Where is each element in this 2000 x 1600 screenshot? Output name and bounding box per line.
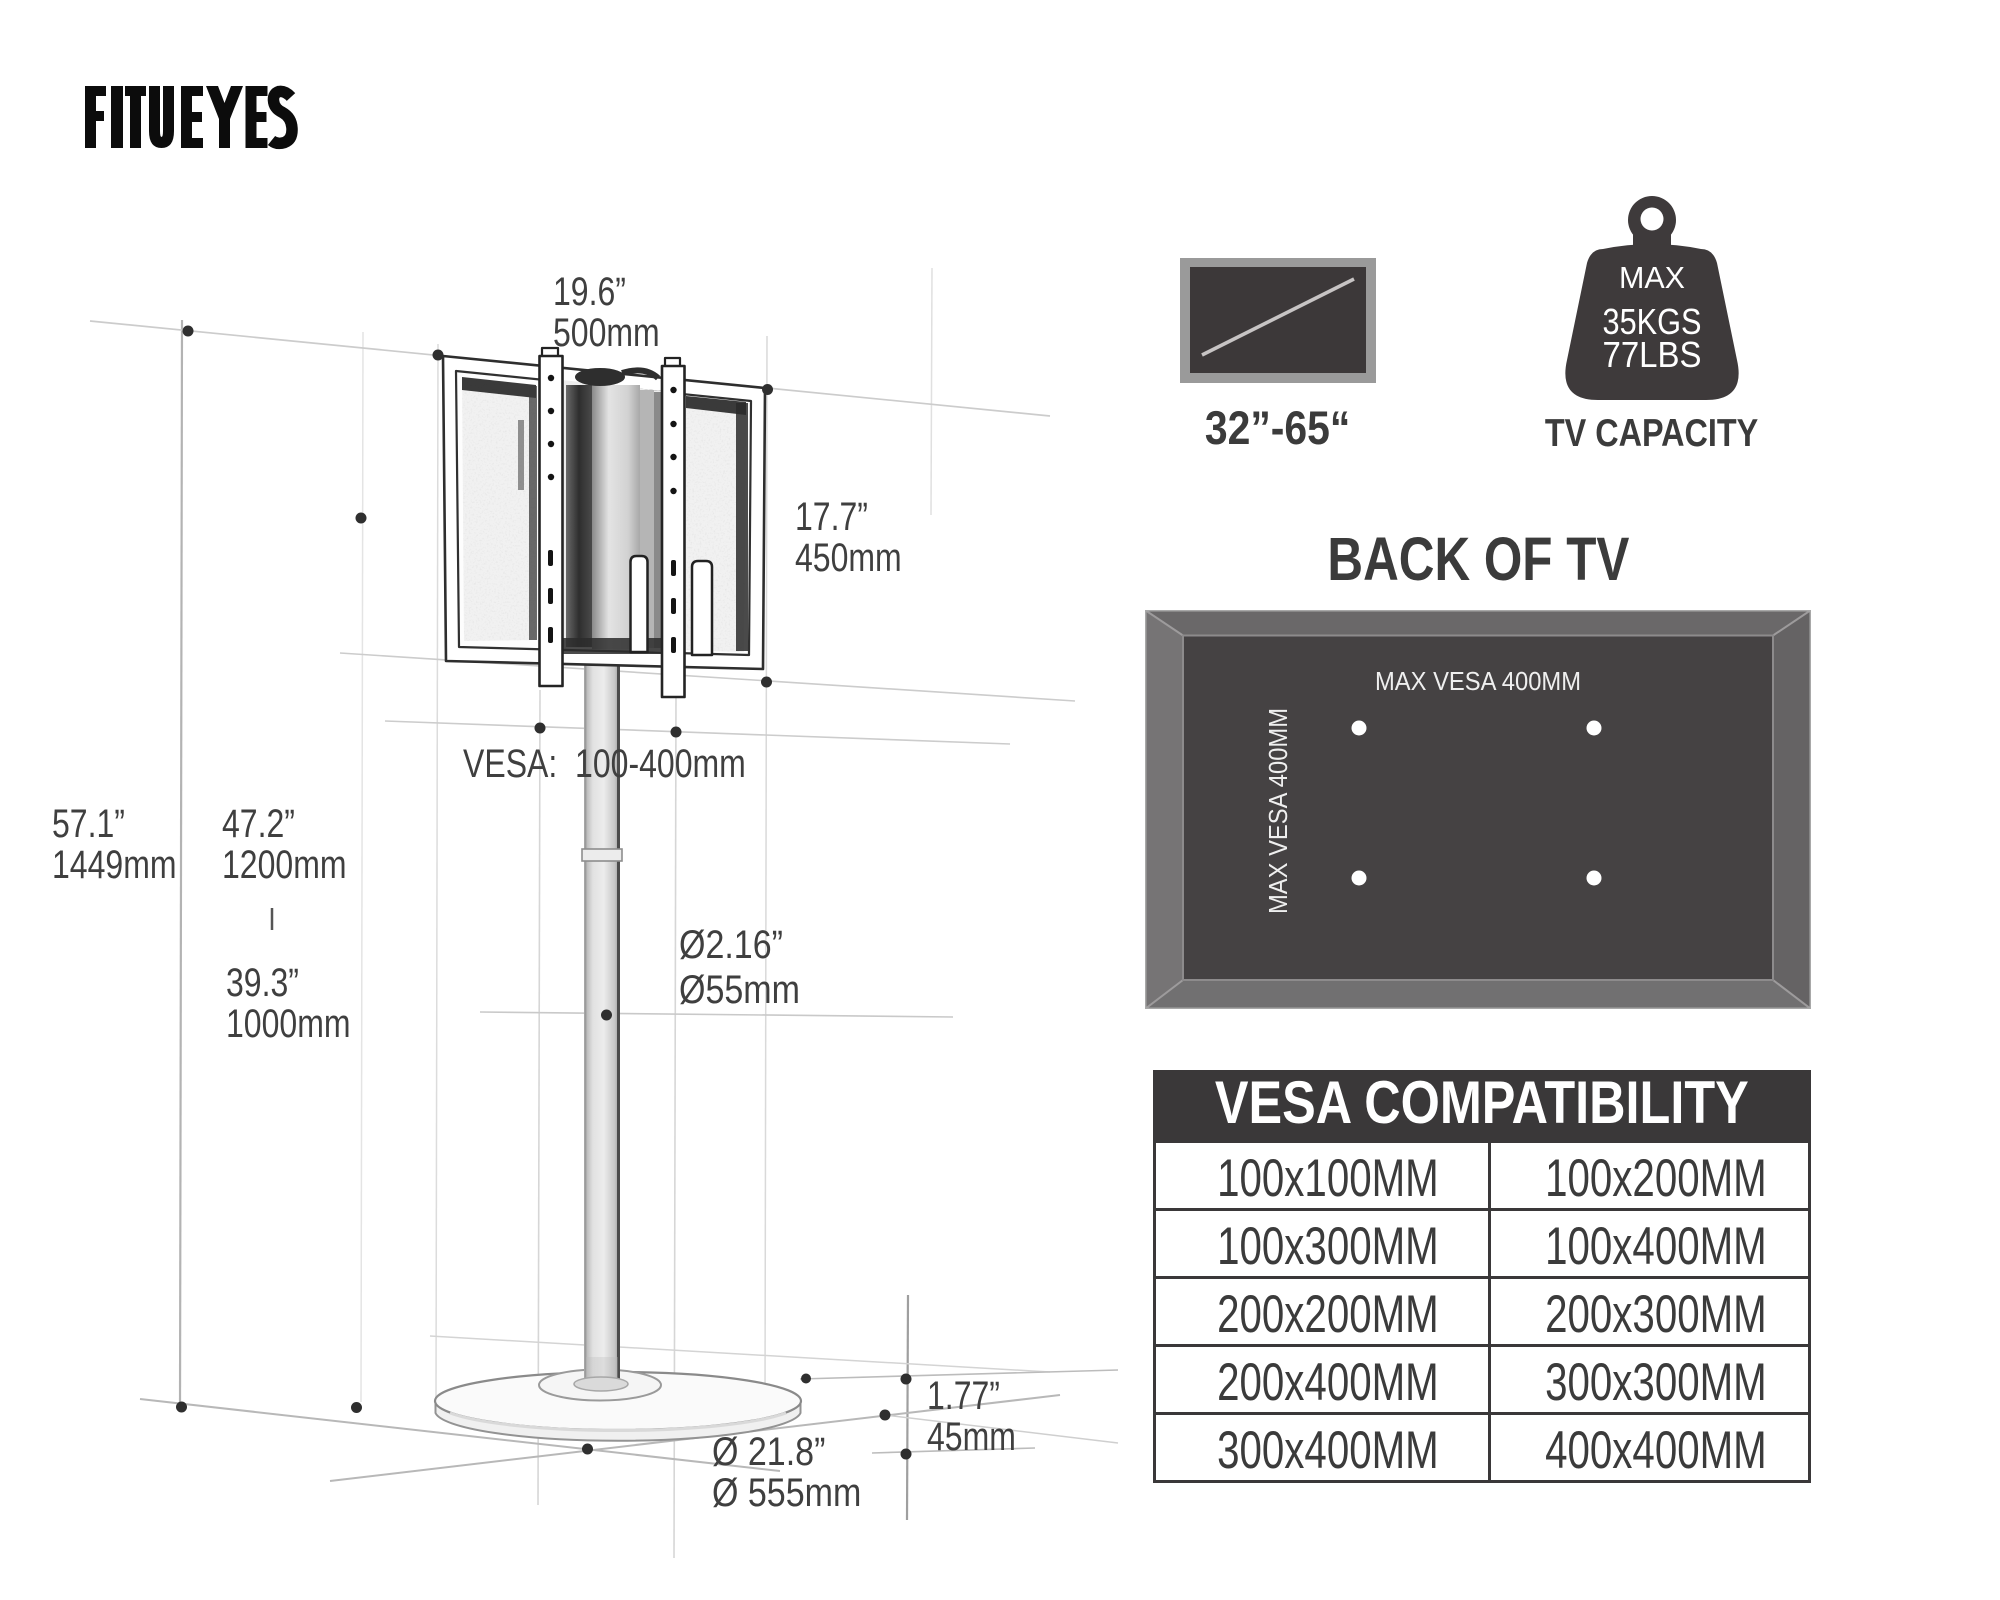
svg-text:MAX VESA 400MM: MAX VESA 400MM [1263,708,1293,914]
svg-text:MAX: MAX [1619,260,1685,295]
svg-text:77LBS: 77LBS [1603,334,1702,375]
svg-text:35KGS: 35KGS [1603,301,1702,342]
svg-text:MAX VESA 400MM: MAX VESA 400MM [1375,666,1581,696]
